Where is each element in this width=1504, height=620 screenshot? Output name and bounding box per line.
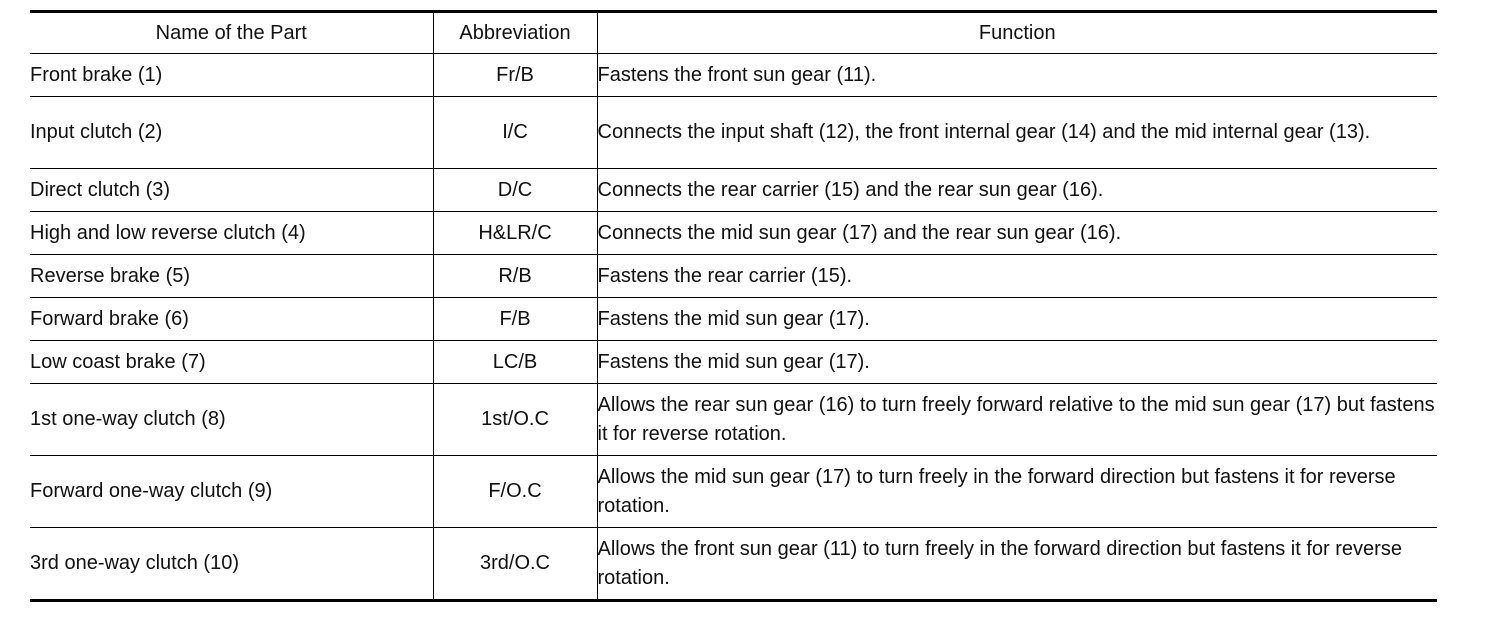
table-row: Low coast brake (7) LC/B Fastens the mid…	[30, 340, 1437, 384]
table-row: 3rd one-way clutch (10) 3rd/O.C Allows t…	[30, 527, 1437, 602]
part-name: 3rd one-way clutch (10)	[30, 527, 434, 602]
table-row: Reverse brake (5) R/B Fastens the rear c…	[30, 254, 1437, 298]
table-row: Direct clutch (3) D/C Connects the rear …	[30, 168, 1437, 212]
table-body: Front brake (1) Fr/B Fastens the front s…	[30, 53, 1437, 602]
table-header: Name of the Part Abbreviation Function	[30, 10, 1437, 54]
header-row: Name of the Part Abbreviation Function	[30, 10, 1437, 54]
table-row: 1st one-way clutch (8) 1st/O.C Allows th…	[30, 383, 1437, 456]
part-name: Reverse brake (5)	[30, 254, 434, 298]
part-abbreviation: Fr/B	[432, 53, 598, 97]
part-function: Fastens the mid sun gear (17).	[596, 297, 1437, 341]
table-row: Input clutch (2) I/C Connects the input …	[30, 96, 1437, 169]
part-function: Fastens the rear carrier (15).	[596, 254, 1437, 298]
header-name: Name of the Part	[30, 10, 434, 54]
part-name: Direct clutch (3)	[30, 168, 434, 212]
part-name: Input clutch (2)	[30, 96, 434, 169]
table-row: Front brake (1) Fr/B Fastens the front s…	[30, 53, 1437, 97]
part-name: Forward one-way clutch (9)	[30, 455, 434, 528]
part-function: Allows the front sun gear (11) to turn f…	[596, 527, 1437, 602]
part-abbreviation: F/B	[432, 297, 598, 341]
part-abbreviation: 3rd/O.C	[432, 527, 598, 602]
table-row: Forward one-way clutch (9) F/O.C Allows …	[30, 455, 1437, 528]
header-abbreviation: Abbreviation	[432, 10, 598, 54]
table-row: High and low reverse clutch (4) H&LR/C C…	[30, 211, 1437, 255]
part-function: Connects the mid sun gear (17) and the r…	[596, 211, 1437, 255]
part-name: Forward brake (6)	[30, 297, 434, 341]
part-name: 1st one-way clutch (8)	[30, 383, 434, 456]
part-abbreviation: D/C	[432, 168, 598, 212]
part-function: Fastens the front sun gear (11).	[596, 53, 1437, 97]
part-function: Allows the rear sun gear (16) to turn fr…	[596, 383, 1437, 456]
part-abbreviation: I/C	[432, 96, 598, 169]
part-abbreviation: R/B	[432, 254, 598, 298]
table-row: Forward brake (6) F/B Fastens the mid su…	[30, 297, 1437, 341]
parts-function-table: Name of the Part Abbreviation Function F…	[30, 10, 1437, 602]
part-name: Low coast brake (7)	[30, 340, 434, 384]
header-function: Function	[596, 10, 1437, 54]
part-function: Connects the input shaft (12), the front…	[596, 96, 1437, 169]
part-function: Allows the mid sun gear (17) to turn fre…	[596, 455, 1437, 528]
part-abbreviation: H&LR/C	[432, 211, 598, 255]
part-name: Front brake (1)	[30, 53, 434, 97]
part-abbreviation: LC/B	[432, 340, 598, 384]
part-abbreviation: 1st/O.C	[432, 383, 598, 456]
part-name: High and low reverse clutch (4)	[30, 211, 434, 255]
part-function: Connects the rear carrier (15) and the r…	[596, 168, 1437, 212]
part-function: Fastens the mid sun gear (17).	[596, 340, 1437, 384]
part-abbreviation: F/O.C	[432, 455, 598, 528]
